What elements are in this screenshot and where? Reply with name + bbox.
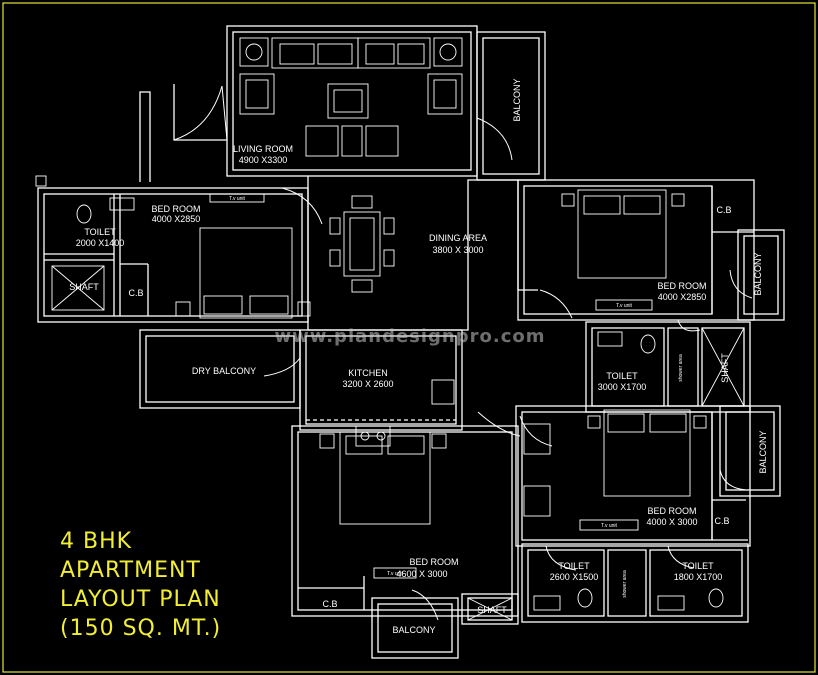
basin-2 — [597, 331, 623, 347]
bedroom-4-name: BED ROOM — [409, 557, 458, 567]
tv-unit-2 — [595, 299, 653, 311]
balcony-right-2-label: BALCONY — [758, 430, 768, 473]
kitchen-dim: 3200 X 2600 — [342, 379, 393, 389]
toilet-2-dim: 3000 X1700 — [598, 382, 647, 392]
shaft-1-label: SHAFT — [69, 282, 99, 292]
wc-1 — [76, 204, 92, 224]
shower-area-2: shower area — [622, 570, 628, 598]
title-line-1: 4 BHK — [60, 529, 132, 554]
shaft-2-label: SHAFT — [720, 353, 730, 383]
bed-2 — [577, 189, 667, 279]
door-swings — [173, 85, 753, 621]
armchair-right — [427, 73, 463, 115]
bedroom-1-dim: 4000 X2850 — [152, 214, 201, 224]
bedroom-1-name: BED ROOM — [151, 204, 200, 214]
basin-3 — [533, 595, 561, 611]
watermark: www.plandesignpro.com — [274, 326, 545, 347]
title-line-2: APARTMENT — [60, 558, 201, 583]
balcony-top-label: BALCONY — [512, 78, 522, 121]
bedroom-4-walls — [291, 425, 519, 617]
bedroom-3-walls — [515, 405, 751, 547]
shaft-3-label: SHAFT — [477, 605, 507, 615]
kitchen-walls — [299, 329, 463, 431]
wc-3 — [577, 588, 593, 608]
bed-1 — [199, 227, 293, 319]
kitchen-hob — [355, 425, 391, 447]
tv-unit-3-label: T.v unit — [601, 523, 617, 529]
bedroom-4-dim: 4600 X 3000 — [396, 569, 447, 579]
title-block: 4 BHK APARTMENT LAYOUT PLAN (150 SQ. MT.… — [60, 529, 221, 641]
bed-4 — [339, 431, 431, 525]
dining-table — [343, 211, 381, 277]
kitchen-sink — [431, 379, 455, 405]
sofa-right — [357, 37, 431, 69]
bedroom-2-name: BED ROOM — [657, 281, 706, 291]
toilet-1-name: TOILET — [84, 227, 116, 237]
title-line-3: LAYOUT PLAN — [60, 587, 221, 612]
living-room-dim: 4900 X3300 — [239, 155, 288, 165]
bed-3 — [603, 409, 691, 497]
toilet-4-dim: 1800 X1700 — [674, 572, 723, 582]
tv-unit-4 — [373, 567, 417, 579]
balcony-bottom-walls — [371, 597, 459, 659]
toilet-3-dim: 2600 X1500 — [550, 572, 599, 582]
cb-3-label: C.B — [714, 516, 729, 526]
basin-4 — [657, 595, 685, 611]
shower-area-1: shower area — [678, 354, 684, 382]
wc-2 — [640, 334, 656, 354]
cb-4-label: C.B — [322, 599, 337, 609]
armchair-left — [239, 73, 275, 115]
sofa-left — [271, 37, 359, 69]
bedroom-3-dim: 4000 X 3000 — [646, 517, 697, 527]
balcony-right-1-label: BALCONY — [753, 252, 763, 295]
dry-balcony-label: DRY BALCONY — [192, 366, 256, 376]
shaft-1-box — [51, 265, 105, 311]
balcony-bottom-label: BALCONY — [392, 625, 435, 635]
bedroom-3-name: BED ROOM — [647, 506, 696, 516]
bedroom-2-walls — [517, 179, 755, 321]
tv-unit-1-label: T.v unit — [229, 196, 245, 202]
toilet-1-dim: 2000 X1400 — [76, 238, 125, 248]
dining-area-dim: 3800 X 3000 — [432, 245, 483, 255]
balcony-top-walls — [476, 31, 546, 181]
wc-4 — [708, 588, 724, 608]
basin-1 — [109, 197, 135, 211]
coffee-table — [327, 83, 369, 119]
toilet-2-name: TOILET — [606, 371, 638, 381]
walls — [37, 25, 785, 659]
living-room-name: LIVING ROOM — [233, 144, 293, 154]
bottom-toilets-walls — [521, 543, 749, 623]
cb-1-label: C.B — [128, 288, 143, 298]
tv-unit-1 — [209, 193, 265, 203]
tv-unit-4-label: T.v unit — [387, 571, 403, 577]
furniture — [35, 37, 745, 621]
tv-unit-3 — [579, 519, 639, 531]
kitchen-name: KITCHEN — [348, 368, 388, 378]
title-line-4: (150 SQ. MT.) — [60, 616, 221, 641]
tv-unit-2-label: T.v unit — [616, 303, 632, 309]
dining-area-name: DINING AREA — [429, 233, 487, 243]
room-labels: LIVING ROOM 4900 X3300 BALCONY BED ROOM … — [69, 78, 768, 635]
cb-2-label: C.B — [716, 205, 731, 215]
toilet-3-name: TOILET — [558, 561, 590, 571]
toilet-4-name: TOILET — [682, 561, 714, 571]
bedroom-2-dim: 4000 X2850 — [658, 292, 707, 302]
